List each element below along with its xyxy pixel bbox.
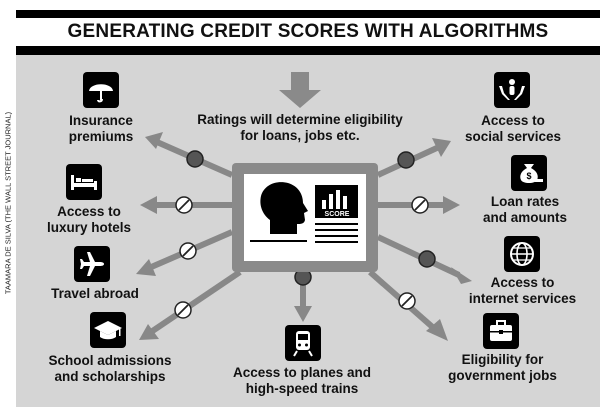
connector-school [149, 269, 242, 335]
center-text-line-1: Ratings will determine eligibility [197, 112, 403, 127]
blocked-travel [179, 242, 197, 260]
label-jobs: Eligibility for government jobs [435, 352, 570, 384]
briefcase-icon [483, 313, 519, 349]
label-trains-line-2: high-speed trains [245, 381, 359, 396]
arrowhead-jobs [426, 319, 448, 341]
blocked-markers [174, 196, 429, 319]
center-text-line-2: for loans, jobs etc. [240, 128, 360, 143]
label-travel-line-1: Travel abroad [51, 286, 139, 301]
arrowhead-internet [451, 267, 472, 284]
label-hotels-line-2: luxury hotels [46, 220, 132, 235]
arrowhead-school [139, 324, 159, 340]
arrowhead-social [432, 138, 451, 157]
label-internet-line-2: internet services [468, 291, 577, 306]
label-jobs-line-1: Eligibility for [461, 352, 544, 367]
head-profile-icon [260, 182, 308, 234]
label-social: Access to social services [453, 113, 573, 145]
label-internet: Access to internet services [455, 275, 590, 307]
title-rule [16, 46, 600, 55]
arrowheads [136, 132, 472, 341]
arrowhead-trains [294, 306, 312, 322]
label-insurance: Insurance premiums [51, 113, 151, 145]
label-social-line-2: social services [464, 129, 562, 144]
page-title: GENERATING CREDIT SCORES WITH ALGORITHMS [67, 21, 549, 42]
label-loans: Loan rates and amounts [470, 194, 580, 226]
down-arrow-top [279, 72, 321, 108]
blocked-loans [411, 196, 429, 214]
umbrella-icon [83, 72, 119, 108]
label-loans-line-2: and amounts [482, 210, 567, 225]
arrowhead-hotels [140, 196, 157, 214]
marker-internet [418, 250, 436, 268]
top-strip [16, 0, 600, 10]
arrowhead-loans [443, 196, 460, 214]
label-school-line-2: and scholarships [54, 369, 166, 384]
connector-internet [376, 234, 461, 278]
bed-icon [66, 164, 102, 200]
label-loans-line-1: Loan rates [490, 194, 560, 209]
marker-insurance [186, 150, 204, 168]
marker-social [397, 151, 415, 169]
label-travel: Travel abroad [40, 286, 150, 302]
score-label: SCORE [325, 211, 350, 218]
svg-text:$: $ [526, 171, 531, 181]
blocked-hotels [175, 196, 193, 214]
airplane-icon [74, 246, 110, 282]
blocked-jobs [398, 292, 416, 310]
score-monitor: SCORE [232, 163, 378, 272]
label-school: School admissions and scholarships [40, 353, 180, 385]
label-school-line-1: School admissions [48, 353, 172, 368]
train-icon [285, 325, 321, 361]
label-internet-line-1: Access to [490, 275, 555, 290]
label-social-line-1: Access to [481, 113, 545, 128]
label-hotels-line-1: Access to [57, 204, 121, 219]
arrowhead-insurance [145, 132, 163, 149]
top-rule [16, 10, 600, 18]
allowed-markers [186, 150, 436, 286]
arrowhead-travel [136, 259, 156, 276]
graduation-cap-icon [90, 312, 126, 348]
label-jobs-line-2: government jobs [448, 368, 557, 383]
blocked-school [174, 301, 192, 319]
label-insurance-line-1: Insurance [69, 113, 133, 128]
title-band [16, 18, 600, 46]
label-hotels: Access to luxury hotels [34, 204, 144, 236]
center-description: Ratings will determine eligibility for l… [190, 112, 410, 144]
label-trains: Access to planes and high-speed trains [222, 365, 382, 397]
money-bag-icon: $ [511, 155, 547, 191]
globe-icon [504, 236, 540, 272]
label-insurance-line-2: premiums [68, 129, 134, 144]
photo-credit: TAAMARA DE SILVA (THE WALL STREET JOURNA… [0, 0, 16, 407]
hands-person-icon [494, 72, 530, 108]
label-trains-line-1: Access to planes and [232, 365, 372, 380]
